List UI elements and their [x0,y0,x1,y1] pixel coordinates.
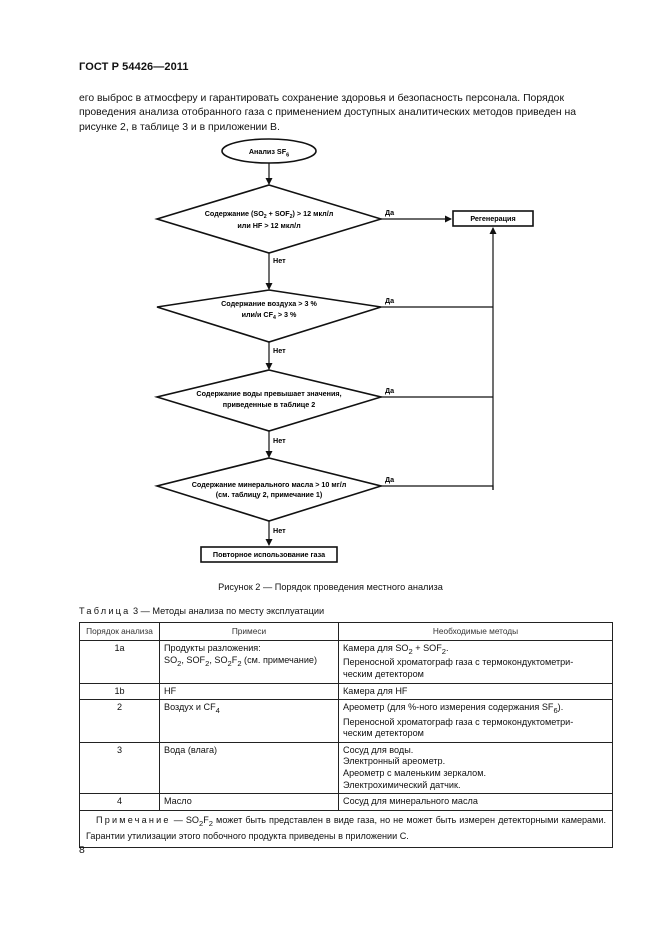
yes-label: Да [385,296,395,305]
method-line: Электрохимический датчик. [343,779,461,790]
table-row: 1b HF Камера для HF [79,682,613,701]
decision-2-text-line1: Содержание воздуха > 3 % [221,299,317,308]
decision-4-text-line2: (см. таблицу 2, примечание 1) [216,490,323,499]
table-row: 1a Продукты разложения: SO2, SOF2, SO2F2… [79,640,613,684]
intro-line: проведения анализа отобранного газа с пр… [79,107,577,119]
table-row: 4 Масло Сосуд для минерального масла [79,793,613,811]
method-line: Камера для SO2 + SOF2. [343,643,449,656]
connector-d4-collector [381,485,494,490]
no-label: Нет [273,526,286,535]
cell-order: 1b [79,682,160,701]
method-line: Сосуд для воды. [343,744,414,755]
header-order: Порядок анализа [79,622,160,641]
decision-so2-sof2-hf [154,184,384,254]
no-label: Нет [273,346,286,355]
table-header-row: Порядок анализа Примеси Необходимые мето… [79,622,613,641]
gas-reuse-label: Повторное использование газа [213,550,326,559]
cell-order: 2 [79,699,160,743]
table-title: Таблица 3 — Методы анализа по месту эксп… [79,606,324,616]
decision-4-text-line1: Содержание минерального масла > 10 мг/л [192,480,347,489]
decision-3-text-line1: Содержание воды превышает значения, [196,389,341,398]
yes-label: Да [385,475,395,484]
method-line: Ареометр с маленьким зеркалом. [343,767,487,778]
header-methods: Необходимые методы [338,622,613,641]
cell-methods: Сосуд для воды. Электронный ареометр. Ар… [338,741,613,795]
decision-2-text-line2: или/и CF4 > 3 % [242,310,297,321]
gas-reuse-box [200,546,338,563]
impurity-line: Продукты разложения: [164,643,261,653]
intro-line: его выброс в атмосферу и гарантировать с… [79,93,564,104]
cell-methods: Камера для SO2 + SOF2. Переносной хромат… [338,640,613,684]
page-number: 8 [79,845,85,856]
no-label: Нет [273,436,286,445]
start-label: Анализ SF6 [249,147,289,159]
cell-methods: Камера для HF [338,682,613,701]
table-row: 2 Воздух и CF4 Ареометр (для %-ного изме… [79,699,613,743]
intro-paragraph: его выброс в атмосферу и гарантировать с… [79,92,613,135]
method-line: ческим детектором [343,669,424,679]
cell-impurities: Масло [159,793,339,811]
table-title-prefix: Таблица [79,606,131,616]
analysis-methods-table: Порядок анализа Примеси Необходимые мето… [79,622,613,848]
table-note: Примечание — SO2F2 может быть представле… [79,809,613,848]
cell-order: 4 [79,793,160,811]
method-line: Ареометр (для %-ного измерения содержани… [343,702,564,715]
decision-1-text-line1: Содержание (SO2 + SOF2) > 12 мкл/л [205,209,334,220]
regeneration-box [452,210,534,227]
cell-impurities: Вода (влага) [159,741,339,795]
cell-impurities: Воздух и CF4 [159,699,339,743]
cell-impurities: Продукты разложения: SO2, SOF2, SO2F2 (с… [159,640,339,684]
table-row: 3 Вода (влага) Сосуд для воды. Электронн… [79,741,613,795]
yes-label: Да [385,386,395,395]
table-title-rest: 3 — Методы анализа по месту эксплуатации [130,606,325,616]
intro-line: рисунке 2, в таблице 3 и в приложении В. [79,121,280,133]
cell-methods: Ареометр (для %-ного измерения содержани… [338,699,613,743]
note-label: Примечание [96,814,171,825]
regeneration-label: Регенерация [470,214,515,223]
yes-label: Да [385,208,395,217]
cell-order: 3 [79,741,160,795]
cell-impurities: HF [159,682,339,701]
no-label: Нет [273,256,286,265]
cell-methods: Сосуд для минерального масла [338,793,613,811]
header-impurities: Примеси [159,622,339,641]
document-header: ГОСТ Р 54426—2011 [79,61,189,73]
method-line: Переносной хроматограф газа с термоконду… [343,657,574,668]
method-line: Электронный ареометр. [343,756,446,767]
method-line: Переносной хроматограф газа с термоконду… [343,716,574,727]
analysis-flowchart: Анализ SF6 Содержание (SO2 + SOF2) > 12 … [153,138,534,563]
method-line: ческим детектором [343,728,424,739]
decision-1-text-line2: или HF > 12 мкл/л [237,221,301,230]
figure-caption: Рисунок 2 — Порядок проведения местного … [218,582,443,592]
table-note-row: Примечание — SO2F2 может быть представле… [79,809,613,848]
cell-order: 1a [79,640,160,684]
decision-3-text-line2: приведенные в таблице 2 [223,400,315,409]
impurity-line: SO2, SOF2, SO2F2 (см. примечание) [164,654,317,668]
